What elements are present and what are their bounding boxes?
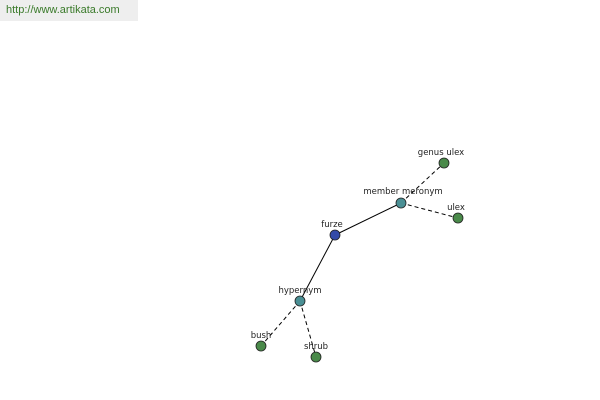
- node-shrub-label: shrub: [304, 342, 328, 352]
- node-genus-ulex[interactable]: genus ulex: [418, 148, 464, 169]
- node-furze[interactable]: furze: [321, 220, 343, 241]
- node-member-meronym[interactable]: member meronym: [363, 187, 443, 209]
- edge-member-meronym-to-ulex: [400, 202, 459, 219]
- edge-hypernym-to-bush: [260, 300, 301, 347]
- edge-furze-to-hypernym: [299, 234, 336, 302]
- node-member-meronym-dot[interactable]: [395, 197, 407, 209]
- node-genus-ulex-label: genus ulex: [418, 148, 464, 158]
- node-ulex-label: ulex: [447, 203, 465, 213]
- node-furze-label: furze: [321, 220, 343, 230]
- edge-furze-to-member-meronym: [334, 202, 402, 236]
- node-bush-label: bush: [251, 331, 272, 341]
- node-ulex-dot[interactable]: [452, 212, 464, 224]
- node-furze-dot[interactable]: [329, 229, 341, 241]
- node-hypernym-label: hypernym: [278, 286, 321, 296]
- node-hypernym-dot[interactable]: [294, 295, 306, 307]
- node-bush[interactable]: bush: [251, 331, 272, 352]
- node-hypernym[interactable]: hypernym: [278, 286, 322, 307]
- url-banner: http://www.artikata.com: [0, 0, 138, 21]
- node-bush-dot[interactable]: [255, 340, 267, 352]
- node-genus-ulex-dot[interactable]: [438, 157, 450, 169]
- url-link[interactable]: http://www.artikata.com: [6, 4, 120, 16]
- nodes-layer: furze member meronym hypernym genus ulex ule…: [251, 148, 465, 363]
- edge-member-meronym-to-genus-ulex: [400, 162, 445, 204]
- edges-layer: [260, 162, 459, 358]
- edge-hypernym-to-shrub: [299, 300, 317, 358]
- node-shrub-dot[interactable]: [310, 351, 322, 363]
- node-shrub[interactable]: shrub: [304, 342, 328, 363]
- node-member-meronym-label: member meronym: [363, 187, 442, 197]
- node-ulex[interactable]: ulex: [447, 203, 465, 224]
